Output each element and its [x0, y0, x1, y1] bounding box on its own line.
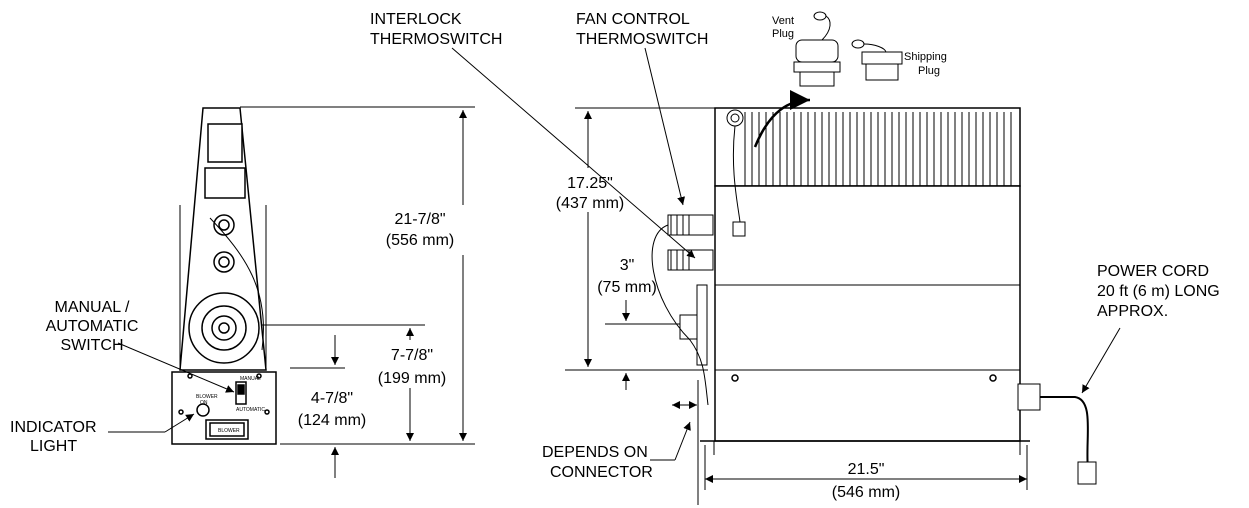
vent-plug-label-2: Plug	[772, 28, 794, 40]
side-leader-lines	[451, 47, 1121, 461]
shipping-plug-label-2: Plug	[918, 65, 940, 77]
interlock-label-2: THERMOSWITCH	[370, 31, 502, 48]
manual-switch-label-1: MANUAL /	[55, 299, 131, 316]
dim-side-height-mm: (437 mm)	[556, 195, 624, 212]
front-leader-lines	[108, 342, 235, 433]
power-cord-label-2: 20 ft (6 m) LONG	[1097, 283, 1220, 300]
indicator-light-label-1: INDICATOR	[10, 419, 97, 436]
connectors	[651, 214, 1097, 485]
dim-width-in: 21.5"	[848, 461, 885, 478]
plug-details	[753, 11, 903, 148]
dim-height-low-in: 4-7/8"	[311, 390, 353, 407]
depends-connector-label-2: CONNECTOR	[550, 464, 653, 481]
front-view-unit	[171, 107, 277, 445]
dim-height-mid-in: 7-7/8"	[391, 347, 433, 364]
fan-control-label-2: THERMOSWITCH	[576, 31, 708, 48]
power-cord-label-3: APPROX.	[1097, 303, 1168, 320]
blower-plate-label: BLOWER	[218, 428, 240, 434]
depends-connector-label-1: DEPENDS ON	[542, 444, 648, 461]
switch-automatic-label: AUTOMATIC	[236, 407, 265, 413]
manual-switch-label-3: SWITCH	[60, 337, 123, 354]
front-dimension-lines	[240, 106, 475, 478]
interlock-label-1: INTERLOCK	[370, 11, 462, 28]
vent-plug-label-1: Vent	[772, 15, 794, 27]
switch-manual-label: MANUAL	[240, 376, 261, 382]
dim-height-total-in: 21-7/8"	[394, 211, 445, 228]
blower-on-label-2: ON	[200, 400, 208, 406]
heat-sink-fins	[744, 112, 1012, 186]
indicator-light-label-2: LIGHT	[30, 438, 77, 455]
dim-side-small-in: 3"	[620, 257, 635, 274]
manual-switch-label-2: AUTOMATIC	[46, 318, 139, 335]
dim-height-total-mm: (556 mm)	[386, 232, 454, 249]
shipping-plug-label-1: Shipping	[904, 51, 947, 63]
dim-height-mid-mm: (199 mm)	[378, 370, 446, 387]
dim-side-small-mm: (75 mm)	[597, 279, 657, 296]
side-view-unit	[700, 107, 1030, 442]
fan-control-label-1: FAN CONTROL	[576, 11, 690, 28]
dim-width-mm: (546 mm)	[832, 484, 900, 501]
side-dimension-lines	[565, 107, 1028, 505]
dim-side-height-in: 17.25"	[567, 175, 613, 192]
dim-height-low-mm: (124 mm)	[298, 412, 366, 429]
blower-on-label: BLOWER	[196, 394, 218, 400]
vent-plug-on-unit	[726, 109, 746, 237]
power-cord-label-1: POWER CORD	[1097, 263, 1209, 280]
